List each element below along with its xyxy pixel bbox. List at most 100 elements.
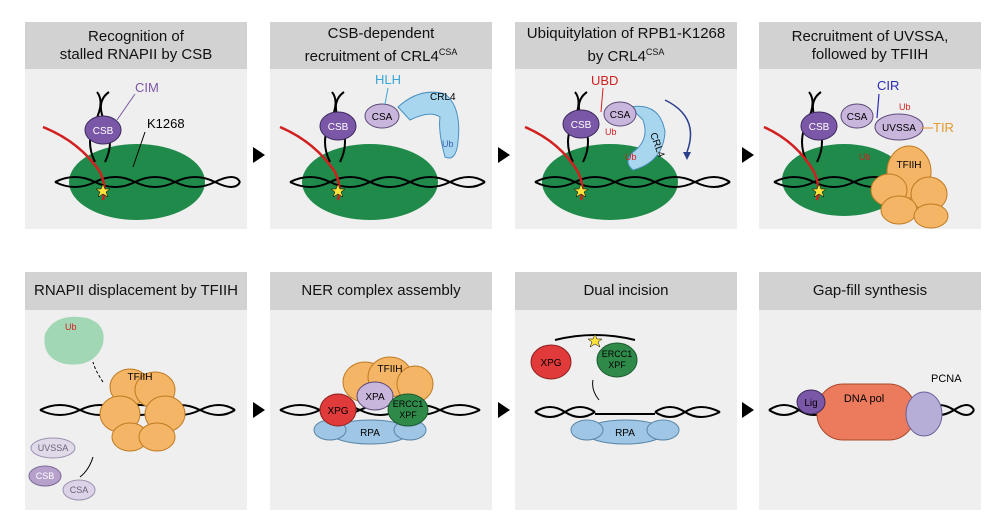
step-arrow-6: [742, 402, 754, 418]
lesion-star: [573, 183, 589, 198]
panel-4-title: Recruitment of UVSSA,followed by TFIIH: [759, 22, 981, 69]
uvssa-protein: [874, 113, 924, 141]
ercc1-xpf-protein: [387, 393, 429, 427]
xpg-label: XPG: [540, 358, 561, 369]
csb-label: CSB: [571, 120, 592, 131]
ub-label-1: Ub: [605, 127, 617, 137]
uvssa-faded: [30, 437, 76, 459]
csa-label: CSA: [70, 485, 89, 495]
lig-protein: [796, 389, 826, 415]
hlh-label: HLH: [375, 72, 401, 87]
csa-protein: [364, 103, 400, 129]
tir-label: TIR: [933, 120, 954, 135]
tfiih-complex: [99, 368, 186, 452]
csb-label: CSB: [328, 122, 349, 133]
csb-label: CSB: [93, 126, 114, 137]
panel-7-dual-incision: Dual incision XPG ERCC1 XPF RPA: [515, 272, 737, 510]
csa-label: CSA: [847, 112, 868, 123]
csa-protein: [603, 101, 637, 127]
step-arrow-3: [742, 147, 754, 163]
ercc1-label: ERCC1: [393, 399, 424, 409]
crl4-label: CRL4: [430, 92, 456, 103]
dna-helix: [534, 406, 721, 418]
csb-protein: [800, 111, 838, 141]
k1268-label: K1268: [147, 116, 185, 131]
lesion-star: [95, 183, 111, 198]
pcna-label: PCNA: [931, 373, 962, 385]
crl4-shape: [627, 105, 666, 171]
panel-4-uvssa-tfiih: Recruitment of UVSSA,followed by TFIIH T…: [759, 22, 981, 229]
step-arrow-1: [253, 147, 265, 163]
rnapii-displaced: [44, 316, 104, 365]
uvssa-label: UVSSA: [38, 443, 69, 453]
ercc1-label: ERCC1: [602, 349, 633, 359]
pcna-protein: [905, 391, 943, 437]
xpa-label: XPA: [365, 392, 385, 403]
lesion-star: [811, 183, 827, 198]
dna-helix: [534, 176, 731, 188]
dna-helix: [289, 176, 486, 188]
xpa-protein: [356, 381, 394, 411]
dna-helix: [54, 176, 241, 188]
tfiih-label: TFIIH: [128, 372, 153, 383]
step-arrow-2: [498, 147, 510, 163]
ub-label: Ub: [65, 322, 77, 332]
xpf-label: XPF: [608, 360, 626, 370]
step-arrow-4: [253, 402, 265, 418]
xpg-label: XPG: [327, 406, 348, 417]
panel-1-diagram: CSB CIM K1268: [42, 80, 241, 220]
ercc1-xpf-protein: [596, 342, 638, 378]
panel-3-diagram: CRL4 CSA CSB UBD Ub Ub: [524, 73, 731, 220]
rpa-label: RPA: [615, 428, 635, 439]
xpg-protein: [319, 393, 357, 427]
panel-7-title: Dual incision: [515, 272, 737, 310]
csb-protein: [562, 109, 600, 139]
panel-8-diagram: DNA pol Lig PCNA: [768, 373, 975, 441]
ub-label-1: Ub: [899, 102, 911, 112]
rotation-arrow: [664, 99, 692, 153]
panel-5-diagram: Ub TFIIH UVSSA CSB CSA: [28, 316, 236, 501]
panel-2-diagram: CRL4 Ub CSA HLH CSB: [279, 72, 486, 220]
panel-5-title: RNAPII displacement by TFIIH: [25, 272, 247, 310]
uvssa-label: UVSSA: [882, 123, 916, 134]
panel-5-rnapii-displacement: RNAPII displacement by TFIIH Ub TFIIH UV…: [25, 272, 247, 510]
panel-6-diagram: TFIIH RPA XPG XPA ERCC1 XPF: [279, 356, 481, 445]
cir-label: CIR: [877, 78, 899, 93]
tfiih-label: TFIIH: [378, 364, 403, 375]
cim-label: CIM: [135, 80, 159, 95]
tfiih-complex: [870, 145, 949, 229]
csb-faded: [28, 465, 62, 487]
csb-protein: [319, 111, 357, 141]
xpf-label: XPF: [399, 410, 417, 420]
xpg-protein: [530, 344, 572, 380]
panel-4-diagram: TFIIH UVSSA CSA CSB CIR TIR Ub Ub: [763, 78, 954, 229]
csb-label: CSB: [809, 122, 830, 133]
csa-label: CSA: [610, 110, 631, 121]
lesion-star: [330, 183, 346, 198]
panel-7-diagram: XPG ERCC1 XPF RPA: [530, 333, 721, 445]
tfiih-complex: [342, 356, 434, 403]
csb-label: CSB: [36, 471, 55, 481]
panel-6-ner-assembly: NER complex assembly TFIIH RPA XPG XPA E…: [270, 272, 492, 510]
rpa-label: RPA: [360, 428, 380, 439]
ub-label-2: Ub: [859, 152, 871, 162]
lesion-star: [587, 333, 603, 348]
lig-label: Lig: [804, 398, 817, 409]
crl4-shape: [397, 91, 460, 159]
panel-8-gap-fill: Gap-fill synthesis DNA pol Lig PCNA: [759, 272, 981, 510]
dnapol-label: DNA pol: [844, 393, 884, 405]
step-arrow-5: [498, 402, 510, 418]
csb-protein: [84, 115, 122, 145]
csa-label: CSA: [372, 112, 393, 123]
csa-faded: [62, 479, 96, 501]
panel-8-title: Gap-fill synthesis: [759, 272, 981, 310]
tfiih-label: TFIIH: [897, 160, 922, 171]
ubd-label: UBD: [591, 73, 618, 88]
csa-protein: [840, 103, 874, 129]
